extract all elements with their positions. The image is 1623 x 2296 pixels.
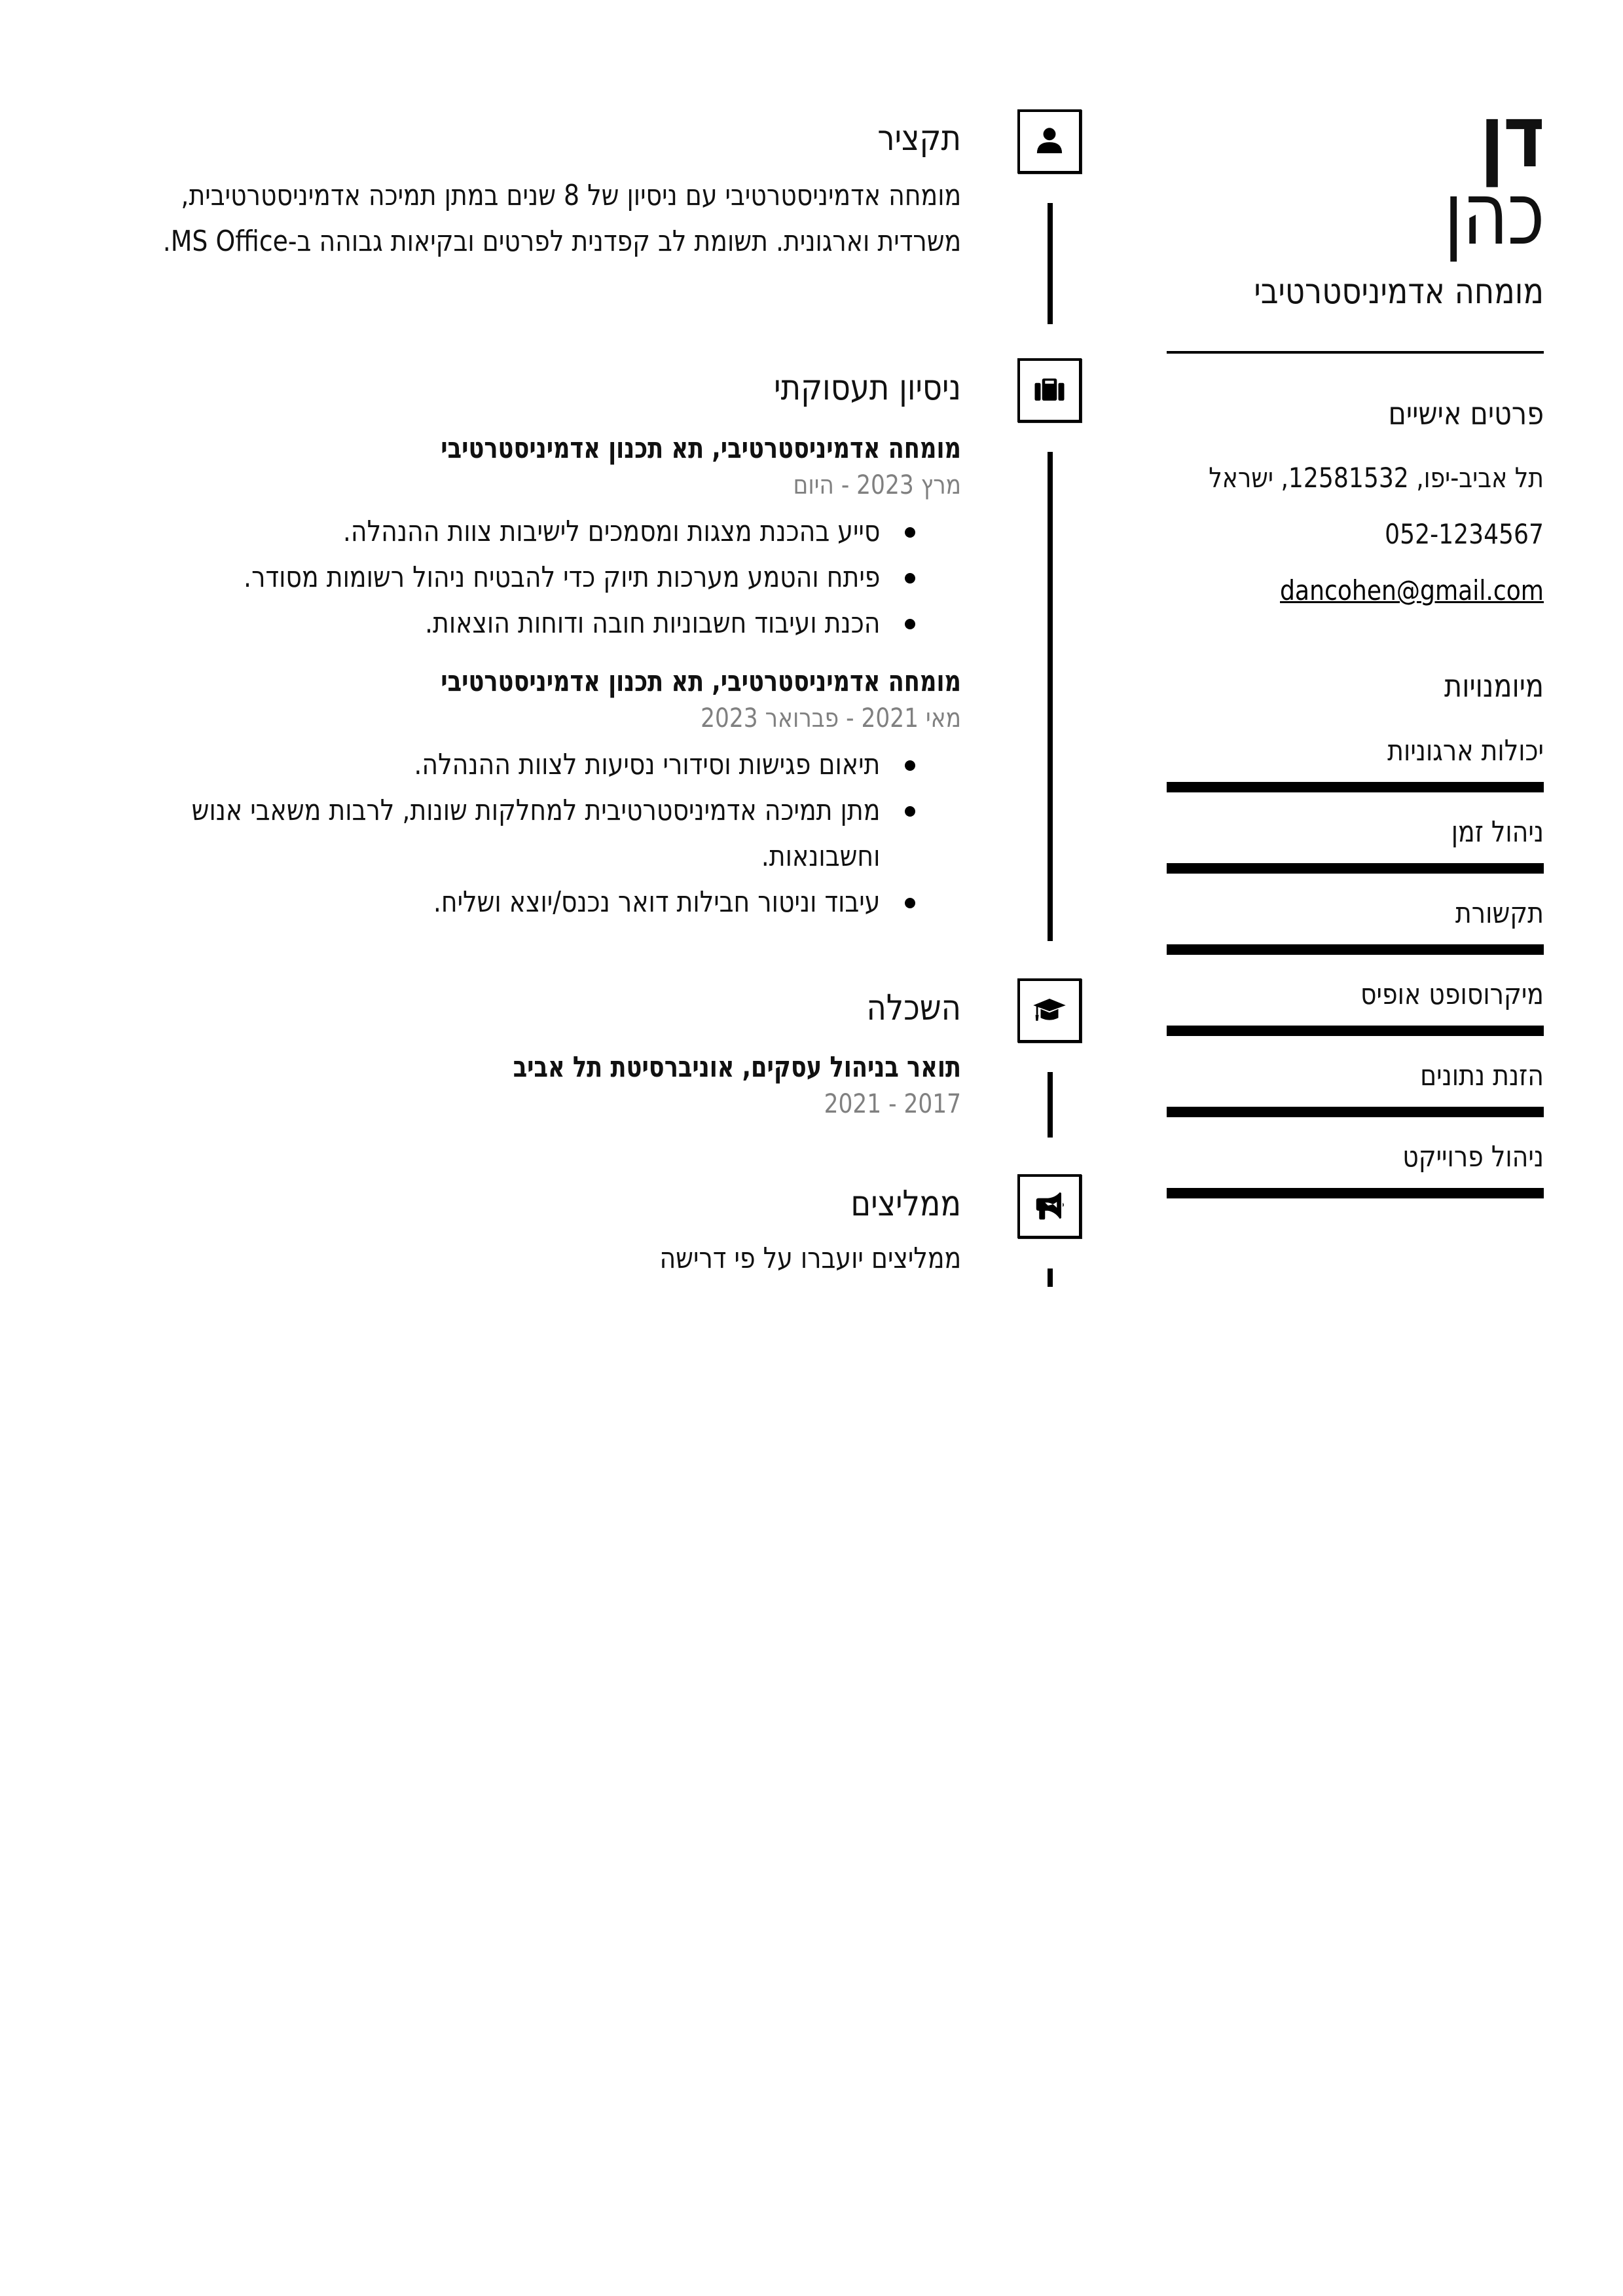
timeline-segment xyxy=(1048,452,1053,941)
bullet-text: הכנת ועיבוד חשבוניות חובה ודוחות הוצאות. xyxy=(424,606,880,640)
job-entry: מומחה אדמיניסטרטיבי, תא תכנון אדמיניסטרט… xyxy=(137,429,961,646)
personal-details-heading: פרטים אישיים xyxy=(1388,396,1544,432)
sidebar: דן כהן מומחה אדמיניסטרטיבי פרטים אישיים … xyxy=(1167,86,1545,1198)
skill-label: ניהול פרוייקט xyxy=(1402,1140,1544,1174)
bullet-item: תיאום פגישות וסידורי נסיעות לצוות ההנהלה… xyxy=(137,742,961,788)
job-bullets: תיאום פגישות וסידורי נסיעות לצוות ההנהלה… xyxy=(137,742,961,925)
skill-item: מיקרוסופט אופיס xyxy=(1167,976,1544,1036)
references-heading: ממליצים xyxy=(850,1183,961,1224)
degree: תואר בניהול עסקים, אוניברסיטת תל אביב xyxy=(513,1050,961,1084)
job-entry: מומחה אדמיניסטרטיבי, תא תכנון אדמיניסטרט… xyxy=(137,662,961,925)
experience-heading: ניסיון תעסוקתי xyxy=(774,367,961,408)
job-dates: מאי 2021 - פברואר 2023 xyxy=(701,703,961,733)
skill-level-bar xyxy=(1167,1107,1544,1117)
timeline-segment xyxy=(1048,203,1053,324)
education-icon-box xyxy=(1017,978,1082,1043)
bullet-text: פיתח והטמע מערכות תיוק כדי להבטיח ניהול … xyxy=(243,561,880,594)
skill-label: יכולות ארגוניות xyxy=(1387,734,1544,768)
skill-item: תקשורת xyxy=(1167,895,1544,955)
timeline-segment xyxy=(1048,1072,1053,1138)
briefcase-icon xyxy=(1034,379,1065,401)
skill-item: יכולות ארגוניות xyxy=(1167,732,1544,792)
references-icon-box xyxy=(1017,1174,1082,1238)
skill-item: ניהול זמן xyxy=(1167,813,1544,874)
education-heading: השכלה xyxy=(866,987,961,1028)
summary-section: תקציר מומחה אדמיניסטרטיבי עם ניסיון של 8… xyxy=(137,115,961,265)
skill-item: הזנת נתונים xyxy=(1167,1057,1544,1117)
skill-level-bar xyxy=(1167,944,1544,955)
email-link[interactable]: dancohen@gmail.com xyxy=(1280,574,1544,606)
summary-icon-box xyxy=(1017,109,1082,174)
job-title: מומחה אדמיניסטרטיבי, תא תכנון אדמיניסטרט… xyxy=(441,432,961,465)
bullet-text: תיאום פגישות וסידורי נסיעות לצוות ההנהלה… xyxy=(413,748,880,781)
skill-label: מיקרוסופט אופיס xyxy=(1360,978,1544,1011)
bullet-item: סייע בהכנת מצגות ומסמכים לישיבות צוות הה… xyxy=(137,509,961,555)
skill-label: ניהול זמן xyxy=(1451,815,1544,849)
skill-label: תקשורת xyxy=(1455,897,1544,930)
skills-heading: מיומנויות xyxy=(1444,668,1544,705)
megaphone-icon xyxy=(1036,1192,1064,1220)
job-bullets: סייע בהכנת מצגות ומסמכים לישיבות צוות הה… xyxy=(137,509,961,646)
experience-icon-box xyxy=(1017,358,1082,422)
summary-heading: תקציר xyxy=(877,117,961,158)
education-dates: 2017 - 2021 xyxy=(824,1089,961,1119)
bullet-item: עיבוד וניטור חבילות דואר נכנס/יוצא ושליח… xyxy=(137,880,961,925)
education-section: השכלה תואר בניהול עסקים, אוניברסיטת תל א… xyxy=(137,985,961,1121)
address: תל אביב-יפו, 12581532, ישראל xyxy=(1209,462,1544,494)
bullet-text: מתן תמיכה אדמיניסטרטיבית למחלקות שונות, … xyxy=(191,794,880,873)
job-title: מומחה אדמיניסטרטיבי, תא תכנון אדמיניסטרט… xyxy=(441,665,961,698)
summary-body: מומחה אדמיניסטרטיבי עם ניסיון של 8 שנים … xyxy=(137,173,961,265)
job-title: מומחה אדמיניסטרטיבי xyxy=(1254,270,1544,312)
header-divider xyxy=(1167,351,1544,354)
bullet-item: פיתח והטמע מערכות תיוק כדי להבטיח ניהול … xyxy=(137,555,961,601)
bullet-item: מתן תמיכה אדמיניסטרטיבית למחלקות שונות, … xyxy=(137,788,961,880)
skills-section: מיומנויות יכולות ארגוניות ניהול זמן תקשו… xyxy=(1167,667,1544,1198)
last-name: כהן xyxy=(1444,164,1544,265)
bullet-text: עיבוד וניטור חבילות דואר נכנס/יוצא ושליח… xyxy=(433,885,880,919)
skill-level-bar xyxy=(1167,863,1544,874)
first-name: דן xyxy=(1480,86,1544,187)
bullet-item: הכנת ועיבוד חשבוניות חובה ודוחות הוצאות. xyxy=(137,601,961,646)
graduation-cap-icon xyxy=(1033,999,1066,1021)
summary-text: מומחה אדמיניסטרטיבי עם ניסיון של 8 שנים … xyxy=(162,179,961,258)
skill-level-bar xyxy=(1167,782,1544,792)
references-text: ממליצים יועברו על פי דרישה xyxy=(659,1242,961,1275)
email: dancohen@gmail.com xyxy=(1220,572,1544,609)
timeline-segment xyxy=(1048,1268,1053,1287)
personal-details-section: פרטים אישיים תל אביב-יפו, 12581532, ישרא… xyxy=(1167,394,1544,609)
skill-level-bar xyxy=(1167,1026,1544,1036)
skill-label: הזנת נתונים xyxy=(1420,1059,1544,1092)
references-section: ממליצים ממליצים יועברו על פי דרישה xyxy=(137,1181,961,1282)
experience-section: ניסיון תעסוקתי מומחה אדמיניסטרטיבי, תא ת… xyxy=(137,365,961,925)
person-icon xyxy=(1036,128,1063,153)
skill-item: ניהול פרוייקט xyxy=(1167,1138,1544,1198)
job-dates: מרץ 2023 - היום xyxy=(793,470,961,500)
skill-level-bar xyxy=(1167,1188,1544,1198)
phone: 052-1234567 xyxy=(1385,518,1544,550)
bullet-text: סייע בהכנת מצגות ומסמכים לישיבות צוות הה… xyxy=(342,515,880,548)
